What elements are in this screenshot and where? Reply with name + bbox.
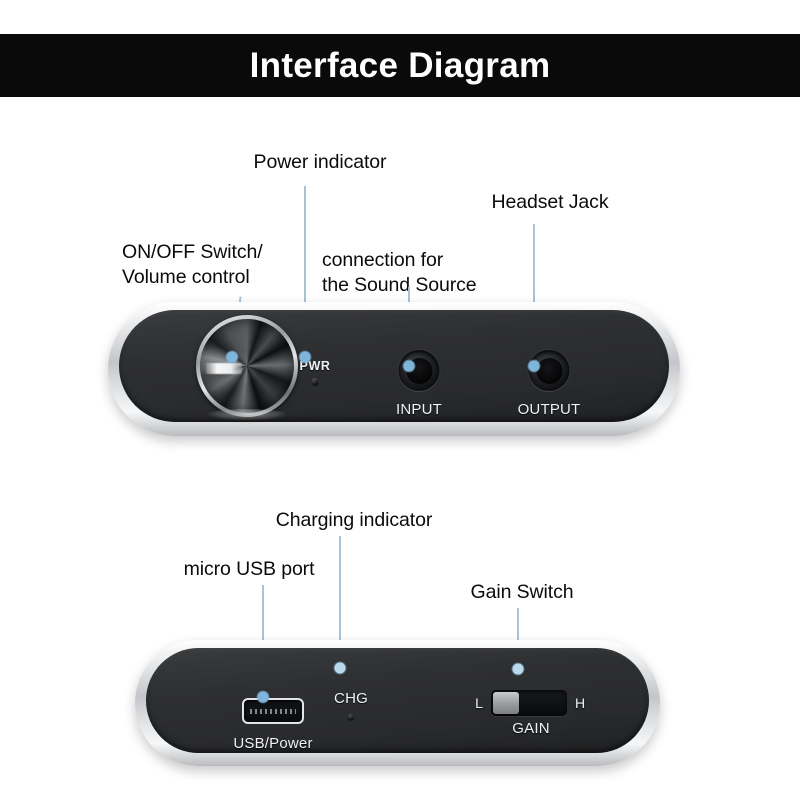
page-title: Interface Diagram <box>249 45 551 85</box>
pwr-label: PWR <box>299 359 331 373</box>
gain-low-label: L <box>475 695 483 711</box>
leader-dot-micro-usb-port <box>257 691 269 703</box>
callout-sound-source: connection for the Sound Source <box>322 249 477 296</box>
volume-knob[interactable] <box>196 315 298 421</box>
output-label: OUTPUT <box>517 401 581 418</box>
leader-line-power-indicator <box>304 186 306 357</box>
gain-switch-nub[interactable] <box>493 692 519 714</box>
charging-led-icon <box>348 714 354 720</box>
input-label: INPUT <box>396 401 442 418</box>
callout-onoff-switch: ON/OFF Switch/ Volume control <box>122 241 263 288</box>
micro-usb-port[interactable] <box>242 698 304 724</box>
leader-dot-sound-source <box>403 360 415 372</box>
title-banner: Interface Diagram <box>0 34 800 97</box>
volume-knob-face <box>200 319 294 413</box>
chg-label: CHG <box>334 690 368 707</box>
callout-micro-usb-port: micro USB port <box>183 558 315 580</box>
device-bottom-face: USB/Power CHG L H GAIN <box>146 648 649 753</box>
input-jack[interactable] <box>398 350 440 391</box>
device-top-face: PWR INPUT OUTPUT <box>119 310 669 422</box>
leader-dot-headset-jack <box>528 360 540 372</box>
power-led-icon <box>311 378 319 385</box>
leader-dot-charging-indicator <box>334 662 346 674</box>
gain-label: GAIN <box>512 720 550 737</box>
device-top-panel: PWR INPUT OUTPUT <box>108 302 680 436</box>
callout-headset-jack: Headset Jack <box>491 191 609 213</box>
leader-dot-onoff-switch <box>226 351 238 363</box>
leader-line-headset-jack <box>533 224 535 362</box>
usb-pins-icon <box>250 709 296 714</box>
leader-dot-gain-switch <box>512 663 524 675</box>
usb-power-label: USB/Power <box>233 735 313 752</box>
callout-power-indicator: Power indicator <box>253 151 387 173</box>
gain-high-label: H <box>574 695 586 711</box>
volume-knob-rim-glow <box>206 409 288 421</box>
leader-dot-power-indicator <box>299 351 311 363</box>
volume-knob-indicator-streak <box>206 363 242 374</box>
callout-gain-switch: Gain Switch <box>470 581 574 603</box>
device-bottom-panel: USB/Power CHG L H GAIN <box>135 640 660 766</box>
output-jack[interactable] <box>528 350 570 391</box>
callout-charging-indicator: Charging indicator <box>275 509 433 531</box>
leader-line-gain-switch <box>517 608 519 670</box>
gain-switch[interactable] <box>491 690 567 716</box>
leader-line-charging-indicator <box>339 536 341 669</box>
